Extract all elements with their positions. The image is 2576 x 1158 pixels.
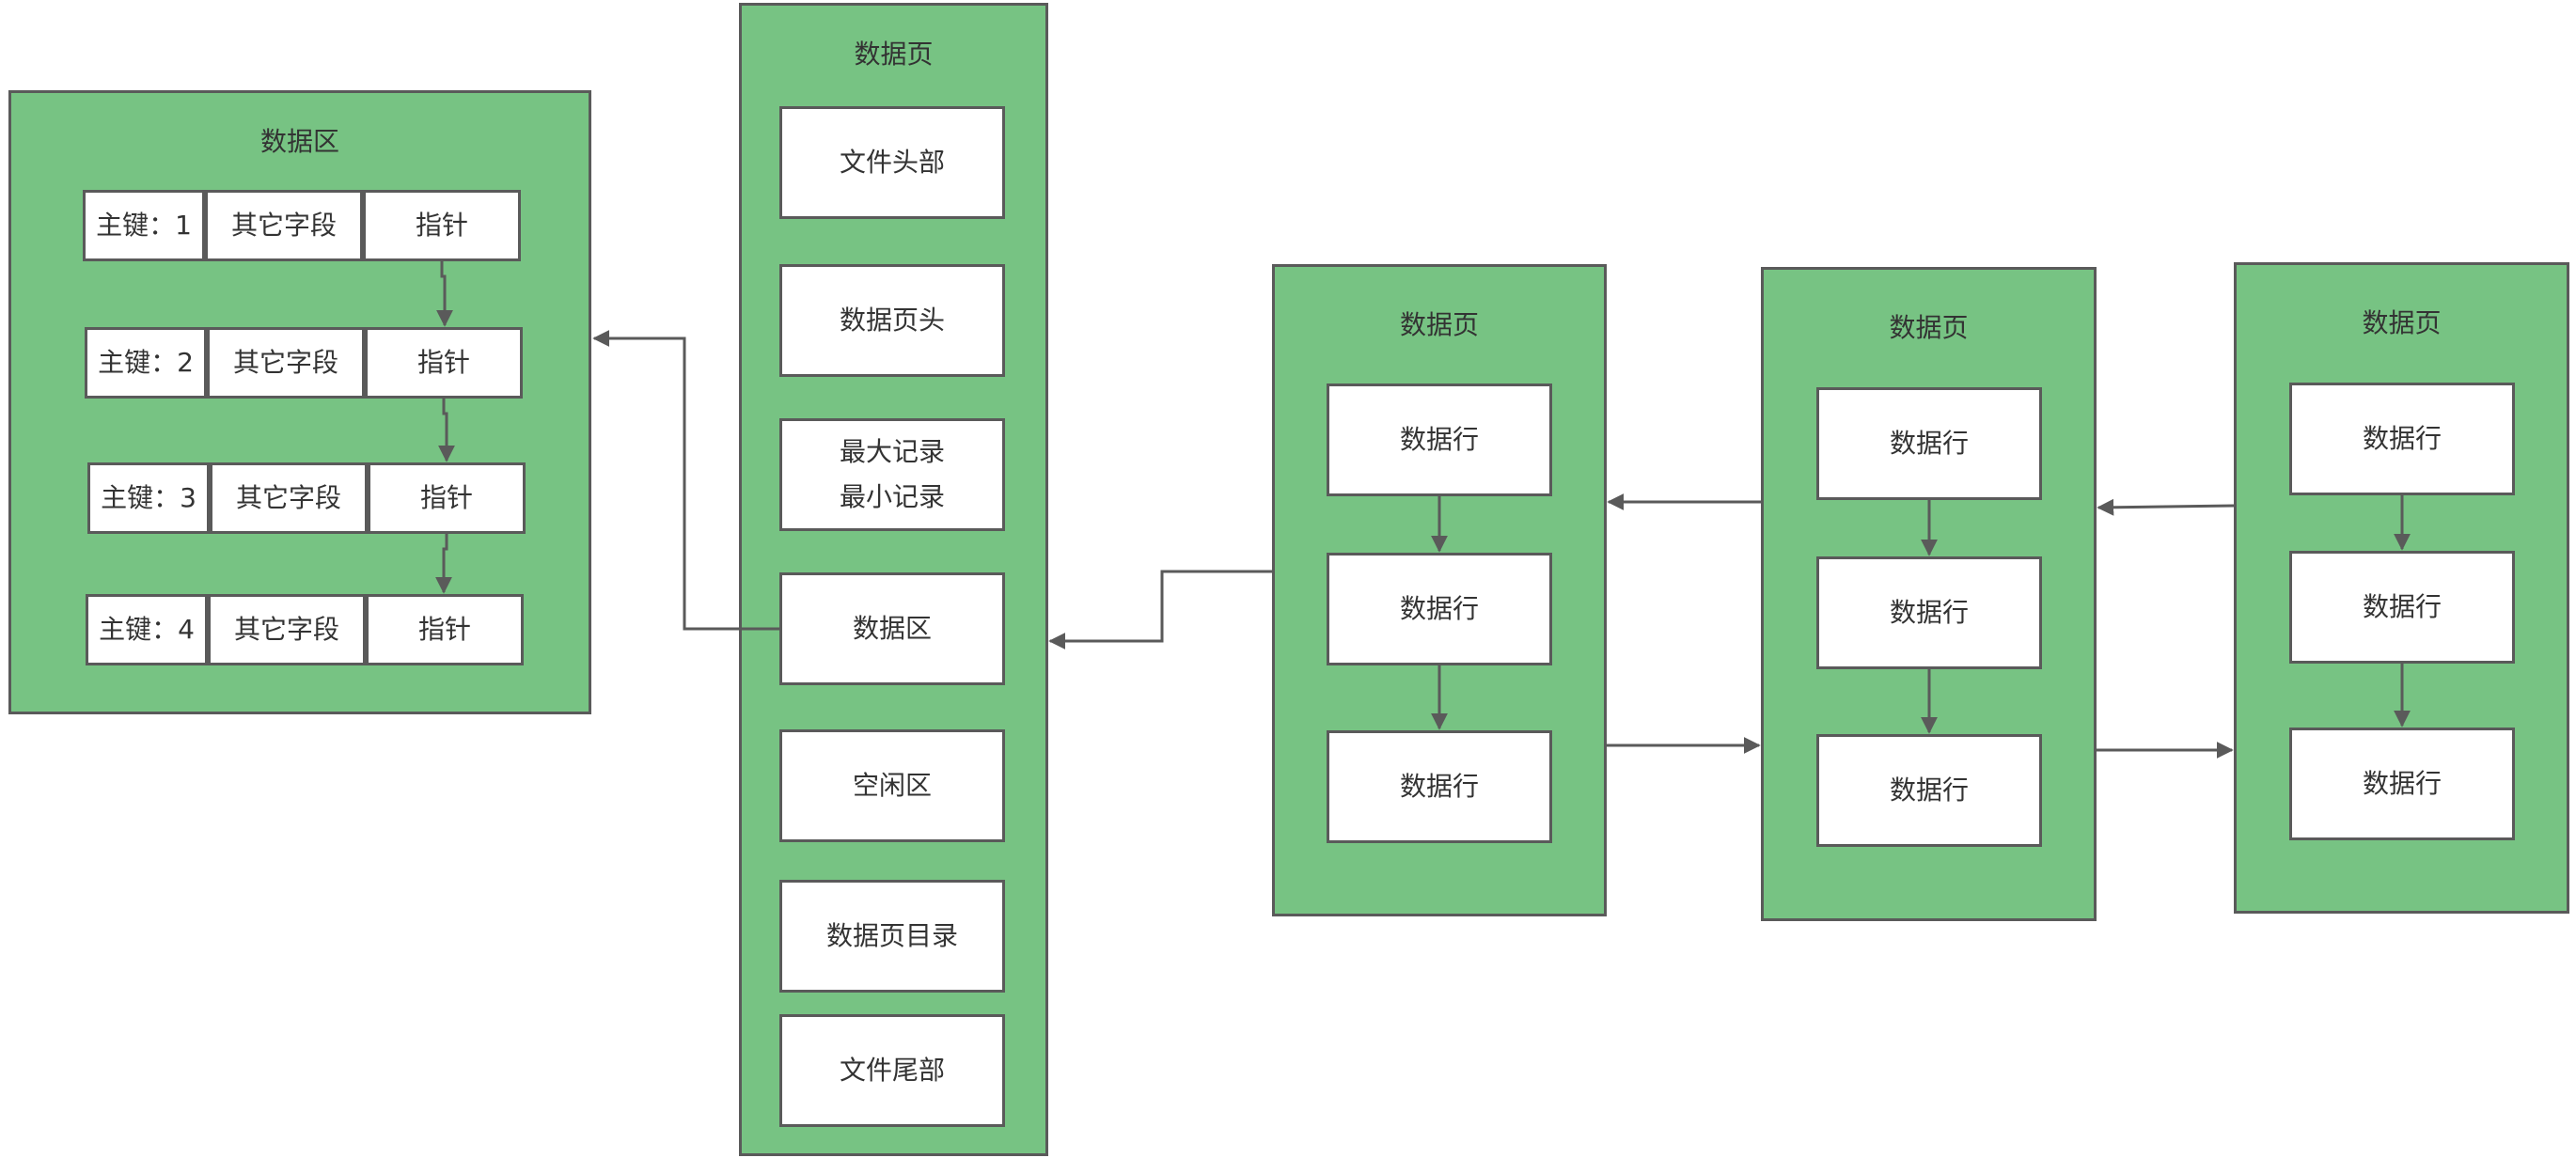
- data-page-3-title: 数据页: [2362, 307, 2442, 338]
- section-free-space: 空闲区: [779, 729, 1005, 842]
- record-pointer-3: 指针: [368, 462, 526, 534]
- record-pointer-2: 指针: [365, 327, 523, 399]
- data-page-2-row-3: 数据行: [1816, 734, 2042, 847]
- arrow-pointer-1-to-2: [436, 261, 453, 327]
- data-page-1-row-3: 数据行: [1327, 730, 1552, 843]
- record-fields-3: 其它字段: [210, 462, 368, 534]
- record-fields-1: 其它字段: [205, 190, 363, 261]
- record-pointer-1: 指针: [363, 190, 521, 261]
- data-page-3-row-2: 数据行: [2289, 551, 2515, 664]
- record-key-1: 主键：1: [83, 190, 205, 261]
- page-structure-title: 数据页: [854, 39, 934, 70]
- section-page-directory: 数据页目录: [779, 880, 1005, 993]
- data-page-2-row-1: 数据行: [1816, 387, 2042, 500]
- arrow-page-3-to-page-2: [2097, 498, 2235, 516]
- section-infimum-supremum: 最大记录 最小记录: [779, 418, 1005, 531]
- data-page-3-row-1: 数据行: [2289, 383, 2515, 495]
- record-key-4: 主键：4: [86, 594, 208, 665]
- data-page-2-row-2: 数据行: [1816, 556, 2042, 669]
- data-area-title: 数据区: [259, 126, 339, 157]
- record-key-3: 主键：3: [87, 462, 210, 534]
- section-page-header: 数据页头: [779, 264, 1005, 377]
- record-pointer-4: 指针: [366, 594, 524, 665]
- section-file-trailer: 文件尾部: [779, 1014, 1005, 1127]
- section-data-area: 数据区: [779, 572, 1005, 685]
- section-file-header: 文件头部: [779, 106, 1005, 219]
- arrow-data-page-to-structure: [1048, 570, 1272, 649]
- data-page-3-row-3: 数据行: [2289, 728, 2515, 840]
- arrow-pointer-2-to-3: [438, 399, 455, 462]
- record-fields-4: 其它字段: [208, 594, 366, 665]
- data-page-2-title: 数据页: [1889, 312, 1969, 343]
- arrow-pointer-3-to-4: [435, 534, 452, 594]
- record-key-2: 主键：2: [85, 327, 207, 399]
- data-page-1-row-1: 数据行: [1327, 383, 1552, 496]
- data-page-1-row-2: 数据行: [1327, 553, 1552, 665]
- section-min-record: 最小记录: [839, 481, 945, 512]
- data-page-1-title: 数据页: [1399, 309, 1479, 340]
- arrow-page-data-area-to-panel: [592, 330, 779, 631]
- record-fields-2: 其它字段: [207, 327, 365, 399]
- section-max-record: 最大记录: [839, 436, 945, 467]
